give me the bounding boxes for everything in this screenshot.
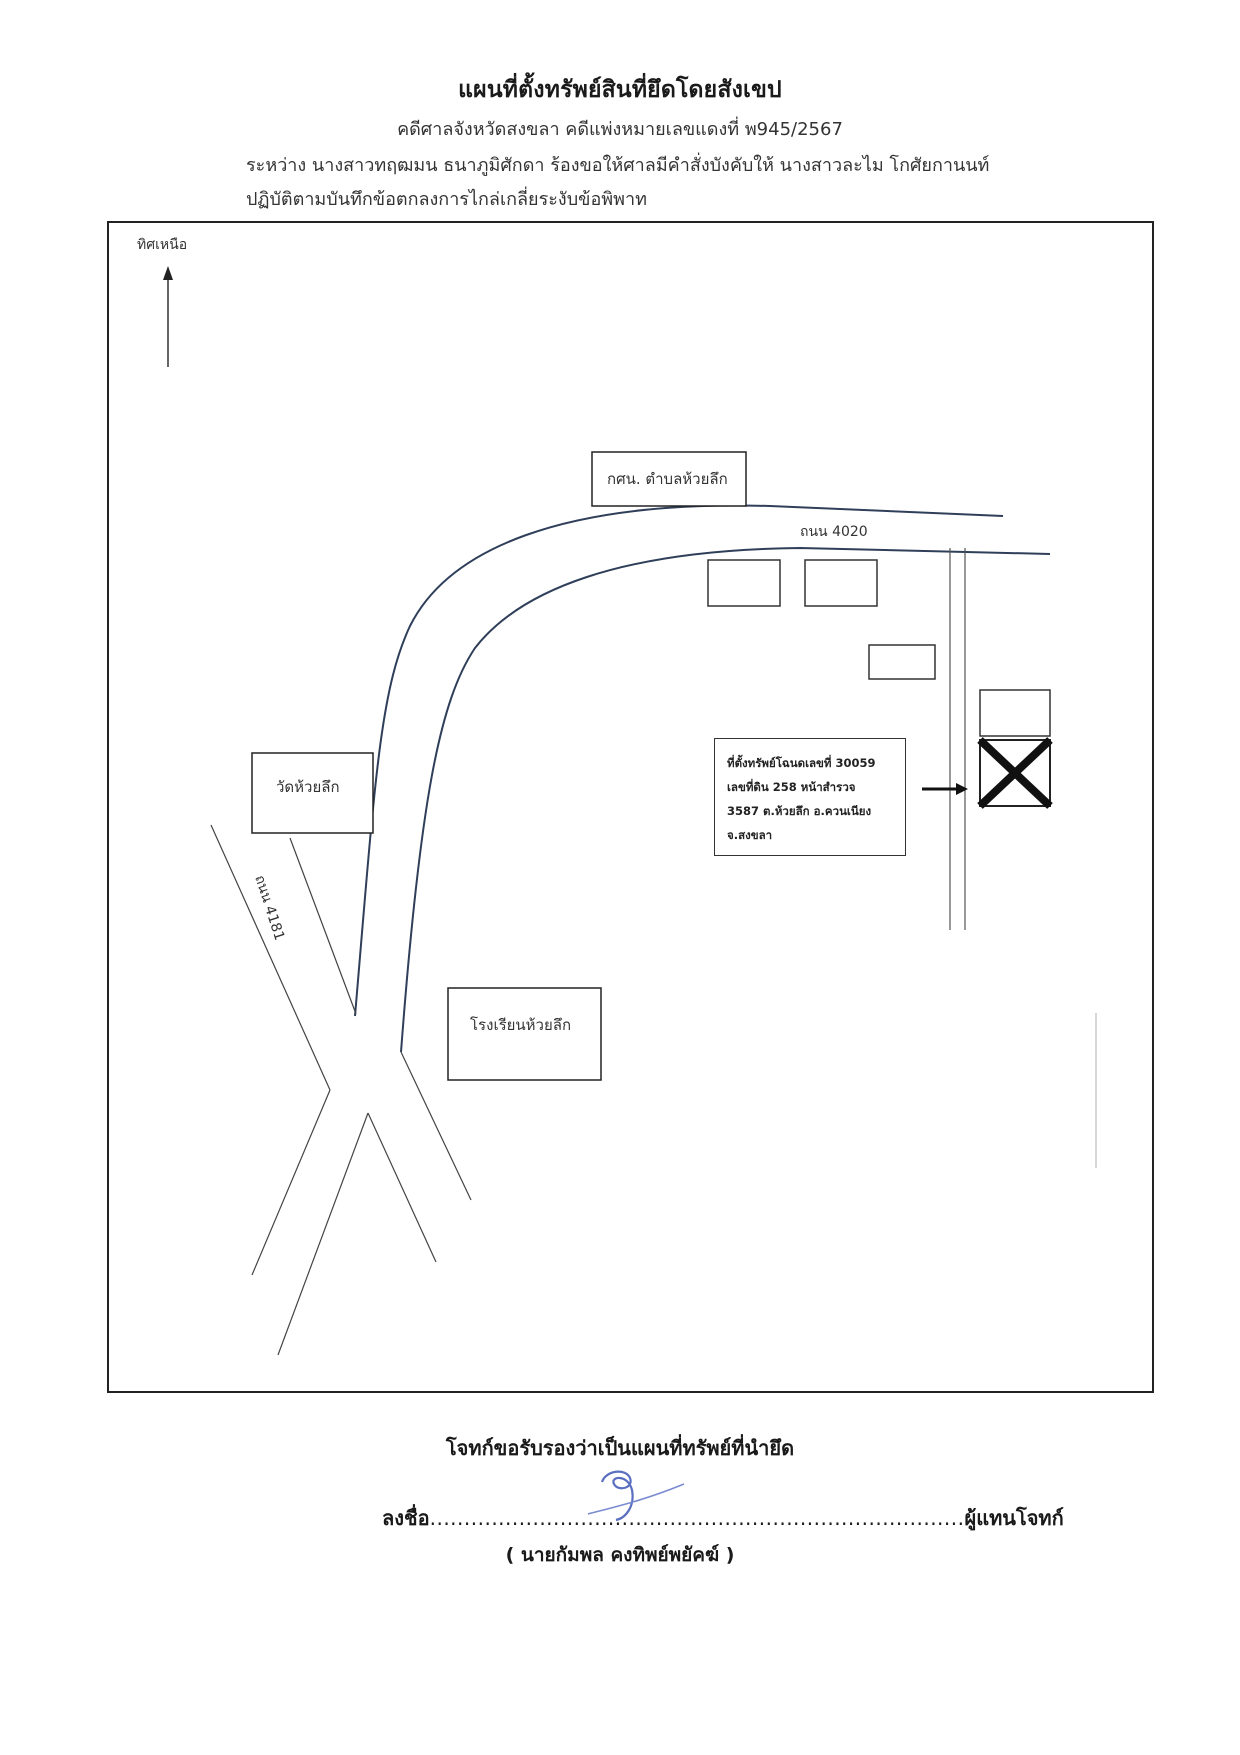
certification-statement: โจทก์ขอรับรองว่าเป็นแผนที่ทรัพย์ที่นำยึด	[445, 1436, 795, 1460]
side-lane	[949, 548, 1097, 1168]
road-4181	[210, 824, 472, 1356]
property-note-line: จ.สงขลา	[727, 828, 773, 842]
signer-name: ( นายกัมพล คงทิพย์พยัคฆ์ )	[505, 1544, 735, 1566]
property-note-line: 3587 ต.ห้วยลึก อ.ควนเนียง	[727, 804, 872, 818]
temple-box	[251, 752, 374, 834]
handwritten-signature	[587, 1470, 685, 1522]
school-label: โรงเรียนห้วยลึก	[470, 1016, 572, 1034]
north-label: ทิศเหนือ	[137, 237, 187, 253]
property-note-line: ที่ตั้งทรัพย์โฉนดเลขที่ 30059	[727, 756, 876, 770]
school-box	[447, 987, 602, 1081]
nfe-center-label: กศน. ตำบลห้วยลึก	[607, 470, 728, 488]
property-note-line: เลขที่ดิน 258 หน้าสำรวจ	[727, 780, 856, 794]
building-blocks	[707, 559, 1051, 737]
signature-line: ลงชื่อ..................................…	[382, 1502, 1064, 1534]
case-number: คดีศาลจังหวัดสงขลา คดีแพ่งหมายเลขแดงที่ …	[397, 119, 843, 140]
map-frame	[107, 221, 1154, 1393]
sign-suffix: ผู้แทนโจทก์	[964, 1506, 1064, 1530]
property-note: ที่ตั้งทรัพย์โฉนดเลขที่ 30059 เลขที่ดิน …	[714, 738, 906, 856]
target-property-marker	[977, 737, 1053, 809]
north-arrow-icon	[163, 266, 173, 367]
road-4020-label: ถนน 4020	[800, 524, 868, 540]
sign-prefix: ลงชื่อ	[382, 1506, 430, 1530]
temple-label: วัดห้วยลึก	[276, 778, 340, 796]
parties-line: ระหว่าง นางสาวทฤฒมน ธนาภูมิศักดา ร้องขอใ…	[246, 155, 990, 176]
document-title: แผนที่ตั้งทรัพย์สินที่ยึดโดยสังเขป	[458, 77, 782, 103]
sign-dots: ........................................…	[429, 1506, 965, 1530]
arrow-right-icon	[922, 783, 968, 795]
road-4181-label: ถนน 4181	[251, 873, 287, 942]
nfe-center-box	[591, 451, 747, 507]
purpose-line: ปฏิบัติตามบันทึกข้อตกลงการไกล่เกลี่ยระงั…	[246, 189, 647, 210]
road-4020	[354, 504, 1051, 1053]
